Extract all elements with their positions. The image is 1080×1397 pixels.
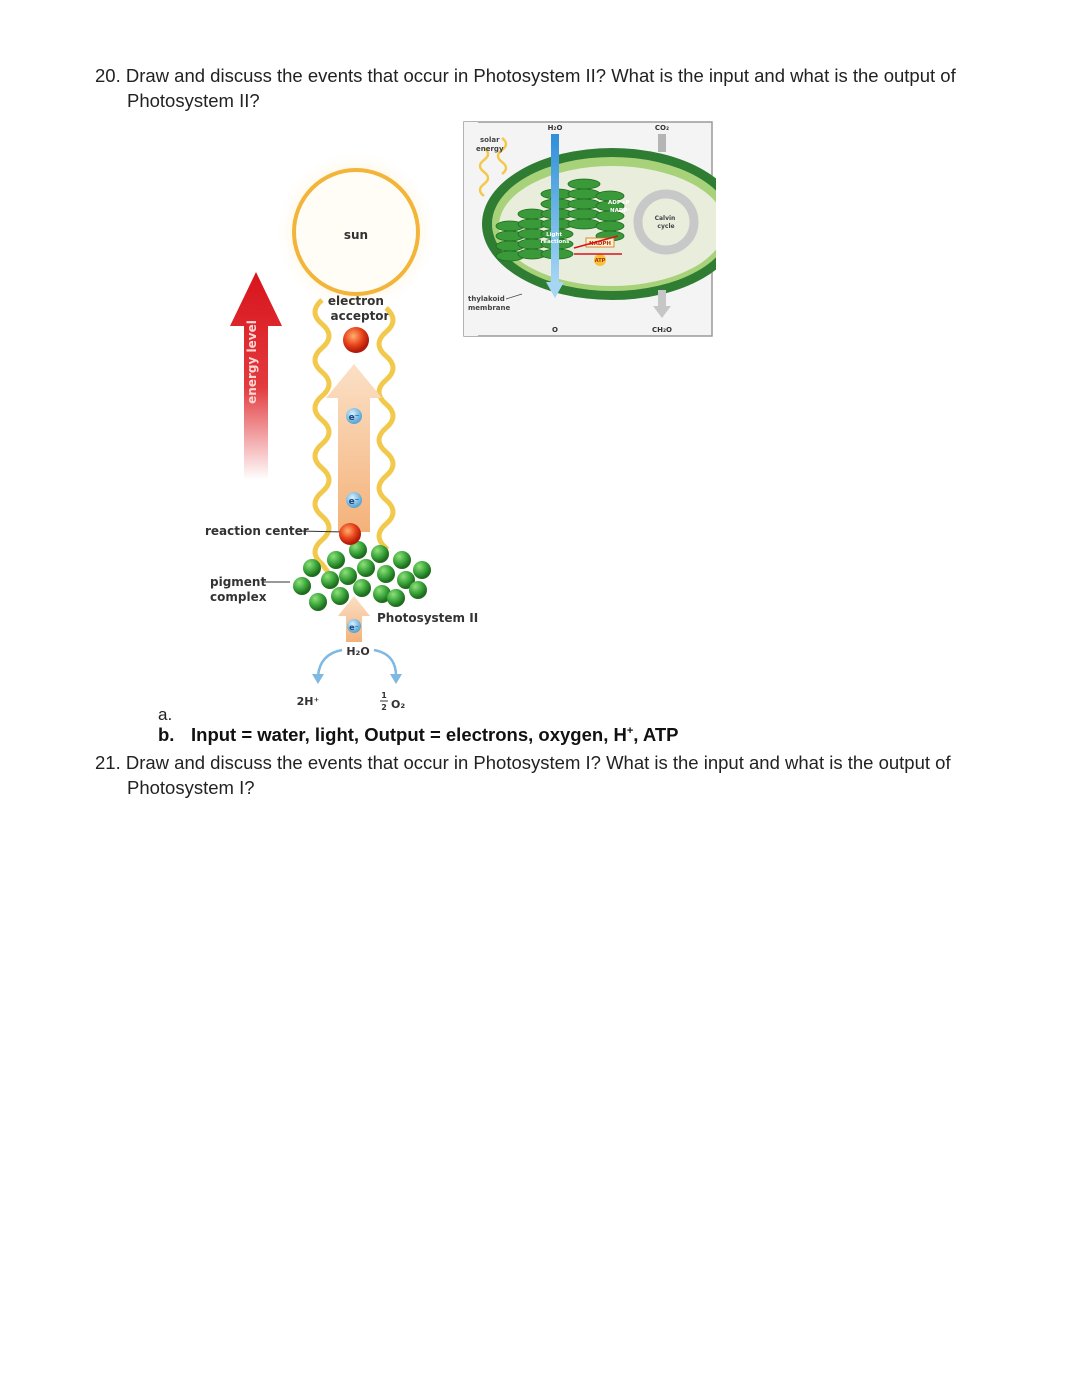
light-reactions-label: Light reactions [541,232,571,245]
adp-label: ADP+P [608,200,630,206]
energy-level-label: energy level [245,320,259,404]
sun-label: sun [344,228,368,242]
electron-label: e⁻ [349,413,360,423]
question-21-continuation: Photosystem I? [127,777,255,798]
proton-release-arrow [316,648,343,677]
question-20-continuation: Photosystem II? [127,90,260,111]
inset-h2o-label: H₂O [548,124,563,132]
atp-label: ATP [595,258,606,264]
thylakoid-membrane-label: thylakoid membrane [468,295,511,312]
photosystem-ii-figure: sun energy level electron acceptor e⁻ e⁻… [205,150,478,712]
atp-burst [594,254,606,266]
thylakoid-membrane-pointer [505,293,523,300]
energy-transfer-arrows [573,235,622,255]
calvin-cycle-wheel [633,189,699,255]
protons-label: 2H⁺ [297,695,320,708]
answer-tail: , ATP [633,724,679,745]
water-label: H₂O [346,645,369,658]
ch2o-arrowhead [653,306,671,318]
light-wave-right [376,306,396,559]
oxygen-fraction-denominator: 2 [381,703,387,712]
answer-item-b: b. Input = water, light, Output = electro… [158,724,679,746]
inset-o-label: O [552,326,558,334]
question-20-text: Draw and discuss the events that occur i… [125,65,956,86]
oxygen-fraction-numerator: 1 [381,691,387,700]
electron-label: e⁻ [349,497,360,507]
inset-left-mask [464,122,478,336]
water-arrowhead [546,282,564,298]
chloroplast-inset-figure: Calvin cycle H₂O O CO₂ CH₂O solar energy… [463,121,716,337]
electron-icon [346,408,362,424]
electron-icon [346,492,362,508]
answer-item-a: a. [158,705,173,724]
question-20-number: 20. [95,65,121,86]
answer-input-output: Input = water, light, Output = electrons… [191,724,627,745]
inset-ch2o-label: CH₂O [652,326,672,334]
pigment-complex-cluster [293,541,431,611]
electron-acceptor-molecule [343,327,369,353]
electron-acceptor-label: electron acceptor [328,294,390,323]
nadph-label: NADPH [589,241,611,247]
photosystem-ii-label: Photosystem II [377,611,478,625]
oxygen-arrowhead [390,674,402,684]
oxygen-release-arrow [373,648,398,677]
co2-input-arrow [658,134,666,152]
electron-transfer-arrow [326,364,382,532]
question-21: 21. Draw and discuss the events that occ… [95,750,1025,800]
solar-energy-wave [478,147,490,197]
pigment-complex-label: pigment complex [210,575,270,604]
answer-item-b-marker: b. [158,724,175,745]
calvin-cycle-label: Calvin cycle [655,215,678,230]
solar-energy-label: solar energy [476,136,504,153]
proton-arrowhead [312,674,324,684]
electron-icon [347,619,361,633]
electron-label: e⁻ [349,623,359,632]
nadph-badge [585,237,615,248]
reaction-center-pointer [297,530,346,533]
ch2o-output-arrow [658,290,666,308]
inset-co2-label: CO₂ [655,124,669,132]
water-input-arrow [551,134,559,284]
reaction-center-label: reaction center [205,524,309,538]
thylakoid-stacks [495,178,625,262]
reaction-center-molecule [339,523,361,545]
energy-level-arrow [230,272,282,480]
question-21-text: Draw and discuss the events that occur i… [125,752,951,773]
oxygen-label: O₂ [391,698,405,711]
nadp-label: NADP⁺ [610,207,630,214]
question-21-number: 21. [95,752,121,773]
sun-icon [292,168,420,296]
answer-superscript: + [626,724,634,737]
light-wave-left [312,298,332,574]
solar-energy-wave [496,137,508,175]
question-20: 20. Draw and discuss the events that occ… [95,63,1025,113]
